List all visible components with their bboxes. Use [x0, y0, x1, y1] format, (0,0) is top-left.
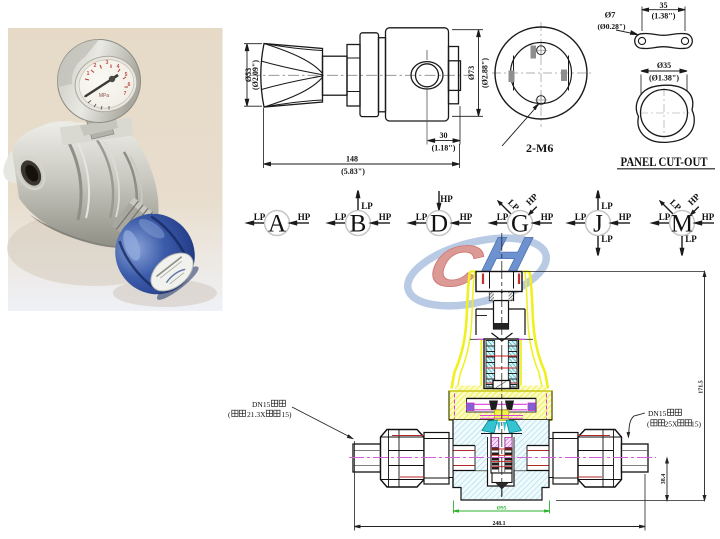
svg-text:(: (: [647, 420, 650, 429]
svg-text:(Ø2.09"): (Ø2.09"): [251, 60, 260, 90]
svg-text:HP: HP: [541, 212, 554, 222]
svg-text:1: 1: [87, 71, 90, 77]
svg-text:PANEL CUT-OUT: PANEL CUT-OUT: [621, 154, 708, 169]
svg-text:Ø53: Ø53: [244, 68, 253, 82]
svg-text:DN15: DN15: [252, 400, 271, 409]
svg-text:7: 7: [124, 91, 127, 97]
svg-text:25X: 25X: [665, 420, 679, 429]
svg-text:Ø73: Ø73: [467, 66, 476, 80]
svg-text:HP: HP: [298, 212, 311, 222]
svg-text:248.1: 248.1: [492, 521, 505, 527]
svg-text:15): 15): [691, 420, 702, 429]
svg-text:171.5: 171.5: [699, 380, 705, 394]
svg-text:6: 6: [128, 82, 131, 88]
svg-text:30: 30: [440, 131, 448, 140]
svg-text:HP: HP: [460, 212, 473, 222]
svg-text:4: 4: [117, 64, 120, 70]
svg-text:35: 35: [660, 1, 668, 10]
svg-text:DN15: DN15: [648, 409, 667, 418]
svg-text:LP: LP: [601, 234, 613, 244]
svg-text:LP: LP: [361, 201, 373, 211]
svg-text:15): 15): [282, 410, 293, 419]
svg-text:A: A: [268, 211, 286, 238]
svg-text:MPa: MPa: [99, 93, 110, 99]
svg-text:2-M6: 2-M6: [526, 141, 553, 155]
svg-text:J: J: [593, 211, 603, 238]
svg-text:(Ø2.88"): (Ø2.88"): [481, 58, 490, 88]
svg-text:Ø7: Ø7: [605, 10, 617, 20]
svg-text:2: 2: [94, 63, 97, 69]
svg-text:148: 148: [346, 155, 358, 164]
svg-text:(1.38"): (1.38"): [652, 12, 676, 21]
svg-text:LP: LP: [497, 212, 509, 222]
svg-text:B: B: [350, 211, 367, 238]
svg-text:LP: LP: [335, 212, 347, 222]
svg-text:5: 5: [125, 72, 128, 78]
svg-text:HP: HP: [440, 194, 453, 204]
svg-text:Ø95: Ø95: [497, 506, 507, 512]
svg-text:LP: LP: [416, 212, 428, 222]
svg-text:LP: LP: [601, 201, 613, 211]
svg-text:LP: LP: [685, 234, 697, 244]
svg-text:Ø35: Ø35: [657, 61, 671, 70]
svg-text:(: (: [228, 410, 231, 419]
svg-text:D: D: [430, 211, 448, 238]
svg-text:(1.18"): (1.18"): [432, 144, 456, 153]
svg-text:(5.83"): (5.83"): [341, 167, 365, 176]
svg-text:LP: LP: [575, 212, 587, 222]
svg-text:HP: HP: [702, 212, 715, 222]
svg-text:HP: HP: [379, 212, 392, 222]
svg-text:LP: LP: [659, 212, 671, 222]
svg-text:G: G: [511, 211, 529, 238]
svg-text:(Ø1.38"): (Ø1.38"): [649, 74, 679, 83]
svg-text:LP: LP: [254, 212, 266, 222]
svg-text:3: 3: [106, 60, 109, 66]
svg-text:(Ø0.28"): (Ø0.28"): [597, 22, 626, 31]
svg-text:38.4: 38.4: [661, 474, 667, 485]
svg-text:M: M: [671, 211, 693, 238]
svg-text:HP: HP: [619, 212, 632, 222]
svg-text:21.3X: 21.3X: [247, 410, 266, 419]
